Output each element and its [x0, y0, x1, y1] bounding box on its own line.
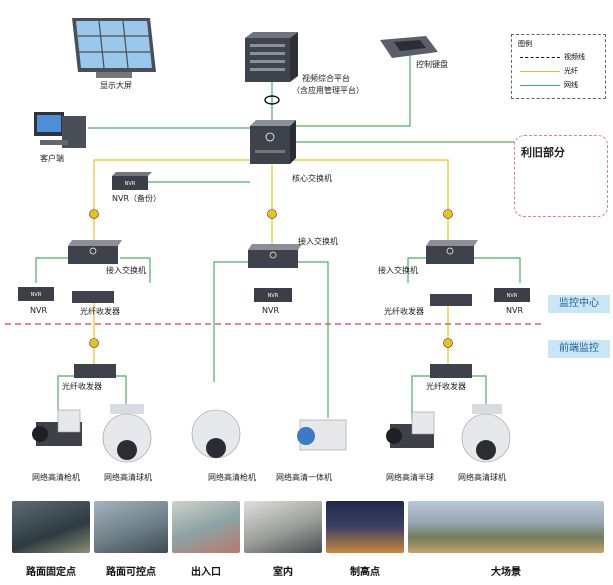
transceiver-left-bottom-label: 光纤收发器: [62, 382, 102, 391]
cam-right-dome-label: 网络高清球机: [458, 473, 506, 482]
nvr-left-label: NVR: [30, 306, 48, 315]
svg-text:NVR: NVR: [268, 293, 279, 299]
legend-network-line: [520, 85, 560, 86]
transceiver-right-bottom-label: 光纤收发器: [426, 382, 466, 391]
display-wall-icon: [72, 18, 156, 78]
zone-frontend: 前端监控: [548, 340, 610, 358]
photo-label-entrance: 出入口: [191, 567, 221, 578]
nvr-backup-icon: NVR: [112, 172, 152, 190]
cam-left-gun-label: 网络高清枪机: [32, 473, 80, 482]
display-wall-label: 显示大屏: [100, 81, 132, 90]
zone-monitor-center: 监控中心: [548, 295, 610, 313]
photo-label-indoor: 室内: [273, 567, 293, 578]
keyboard-label: 控制键盘: [416, 60, 448, 69]
photo-entrance: [172, 501, 240, 553]
reuse-section: 利旧部分: [514, 135, 608, 217]
transceiver-left-top-icon: [72, 291, 114, 303]
legend-fiber-line: [520, 71, 560, 72]
photo-label-large-scene: 大场景: [491, 567, 521, 578]
platform-label-1: 视频综合平台: [302, 74, 350, 83]
legend-title: 图例: [518, 40, 532, 48]
photo-indoor: [244, 501, 322, 553]
cam-mid-dome-label: 网络高清枪机: [208, 473, 256, 482]
photo-large-scene: [408, 501, 604, 553]
platform-rack-icon: [245, 32, 298, 82]
cam-mid-box-label: 网络高清一体机: [276, 473, 332, 482]
legend: 图例 视频线 光纤 网线: [511, 34, 606, 99]
photo-high-point: [326, 501, 404, 553]
transceiver-left-top-label: 光纤收发器: [80, 307, 120, 316]
access-switch-right-icon: [426, 240, 478, 264]
svg-text:NVR: NVR: [125, 181, 136, 187]
access-switch-right-label: 接入交换机: [378, 266, 418, 275]
nvr-mid-icon: NVR: [254, 288, 292, 302]
cam-right-gun-icon: [386, 411, 435, 448]
cam-mid-box-icon: [297, 419, 347, 451]
nvr-right-icon: NVR: [494, 288, 530, 302]
platform-label-2: （含应用管理平台）: [292, 86, 364, 95]
nvr-mid-label: NVR: [262, 306, 280, 315]
svg-text:NVR: NVR: [507, 293, 518, 299]
fiber-markers: [89, 209, 453, 348]
access-switch-mid-icon: [248, 244, 302, 268]
photo-label-road-ptz: 路面可控点: [106, 567, 156, 578]
reuse-title: 利旧部分: [521, 146, 565, 159]
legend-video-line: [520, 57, 560, 58]
access-switch-left-icon: [68, 240, 122, 264]
access-switch-mid-label: 接入交换机: [298, 237, 338, 246]
photo-label-high-point: 制高点: [350, 567, 380, 578]
network-lines: [35, 54, 600, 420]
core-switch-icon: [250, 120, 296, 164]
transceiver-right-top-icon: [430, 294, 472, 306]
cam-mid-dome-icon: [191, 409, 241, 459]
access-switch-left-label: 接入交换机: [106, 266, 146, 275]
nvr-right-label: NVR: [506, 306, 524, 315]
legend-fiber-label: 光纤: [564, 67, 578, 75]
core-switch-label: 核心交换机: [292, 174, 332, 183]
photo-label-road-fixed: 路面固定点: [26, 567, 76, 578]
cam-left-dome-label: 网络高清球机: [104, 473, 152, 482]
photo-road-ptz: [94, 501, 168, 553]
client-pc-icon: [34, 112, 86, 148]
legend-video-label: 视频线: [564, 53, 585, 61]
cam-right-dome-icon: [461, 404, 511, 463]
keyboard-icon: [380, 36, 438, 58]
cam-left-gun-icon: [32, 409, 82, 446]
nvr-backup-label: NVR（备份）: [112, 194, 162, 203]
svg-text:NVR: NVR: [31, 292, 42, 298]
video-link-ring: [264, 95, 280, 105]
cam-right-gun-label: 网络高清半球: [386, 473, 434, 482]
nvr-left-icon: NVR: [18, 287, 54, 301]
transceiver-right-bottom-icon: [430, 364, 472, 378]
transceiver-right-top-label: 光纤收发器: [384, 307, 424, 316]
cam-left-dome-icon: [102, 404, 152, 463]
photo-road-fixed: [12, 501, 90, 553]
transceiver-left-bottom-icon: [74, 364, 116, 378]
client-label: 客户端: [40, 154, 64, 163]
legend-network-label: 网线: [564, 81, 578, 89]
